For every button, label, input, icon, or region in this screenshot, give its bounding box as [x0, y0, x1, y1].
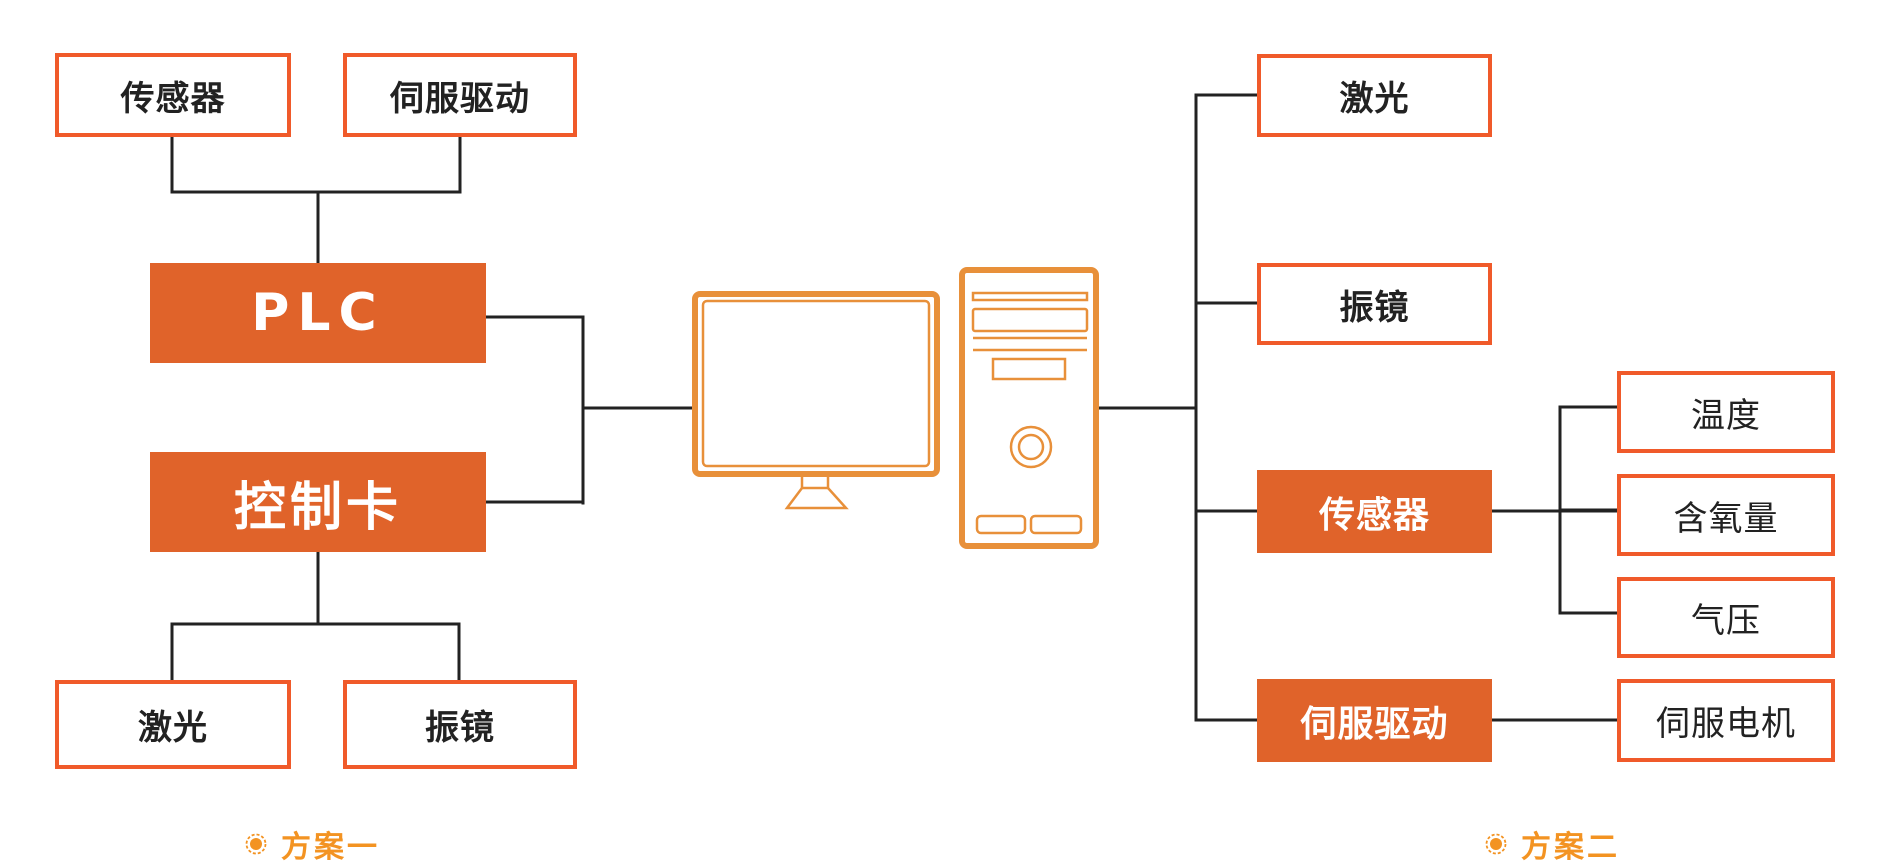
temperature-box[interactable]: 温度 — [1617, 371, 1835, 453]
scheme2-sensor-label: 传感器 — [1318, 494, 1430, 536]
pc-tower-icon — [959, 267, 1099, 549]
scheme2-caption: 方案二 — [1485, 824, 1620, 865]
scheme1-caption: 方案一 — [245, 824, 380, 865]
tower-drive — [991, 357, 1067, 381]
tower-button-right — [1029, 514, 1083, 535]
monitor-frame — [692, 291, 940, 477]
oxygen-content-label: 含氧量 — [1673, 498, 1779, 539]
servo-motor-label: 伺服电机 — [1656, 704, 1796, 744]
oxygen-content-box[interactable]: 含氧量 — [1617, 474, 1835, 556]
radio-dot-icon — [1485, 833, 1507, 855]
radio-dot-icon — [245, 833, 267, 855]
monitor-icon — [692, 291, 940, 510]
tower-slot-1 — [971, 291, 1089, 302]
tower-button-left — [975, 514, 1027, 535]
scheme1-galvo-box[interactable]: 振镜 — [343, 680, 577, 769]
scheme2-laser-label: 激光 — [1339, 79, 1410, 119]
scheme1-caption-text: 方案一 — [281, 830, 380, 865]
power-button-inner — [1017, 433, 1045, 461]
tower-slot-2 — [971, 307, 1089, 333]
scheme2-galvo-label: 振镜 — [1339, 287, 1410, 328]
control-card-box[interactable]: 控制卡 — [150, 452, 486, 552]
temperature-label: 温度 — [1691, 395, 1761, 436]
scheme1-servo-drive-box[interactable]: 伺服驱动 — [343, 53, 577, 137]
scheme2-galvo-box[interactable]: 振镜 — [1257, 263, 1492, 345]
control-card-label: 控制卡 — [233, 477, 402, 538]
scheme2-caption-text: 方案二 — [1521, 830, 1620, 865]
scheme1-laser-box[interactable]: 激光 — [55, 680, 291, 769]
scheme2-servo-drive-label: 伺服驱动 — [1300, 703, 1449, 745]
plc-box[interactable]: PLC — [150, 263, 486, 363]
air-pressure-box[interactable]: 气压 — [1617, 577, 1835, 658]
connector-bottom-devices — [170, 622, 461, 682]
scheme1-servo-drive-label: 伺服驱动 — [390, 78, 530, 119]
connector-top-devices — [170, 135, 462, 194]
plc-label: PLC — [251, 283, 385, 343]
tower-case — [959, 267, 1099, 549]
servo-motor-box[interactable]: 伺服电机 — [1617, 679, 1835, 762]
air-pressure-label: 气压 — [1691, 601, 1761, 641]
scheme2-laser-box[interactable]: 激光 — [1257, 54, 1492, 137]
scheme1-galvo-label: 振镜 — [425, 708, 495, 748]
monitor-base — [784, 487, 849, 510]
monitor-screen — [701, 299, 931, 468]
scheme1-sensor-label: 传感器 — [120, 78, 226, 119]
scheme1-sensor-box[interactable]: 传感器 — [55, 53, 291, 137]
power-button-outer — [1009, 425, 1053, 469]
scheme1-laser-label: 激光 — [138, 708, 208, 748]
scheme2-servo-drive-box[interactable]: 伺服驱动 — [1257, 679, 1492, 762]
scheme2-sensor-box[interactable]: 传感器 — [1257, 470, 1492, 553]
monitor-neck — [800, 472, 830, 490]
